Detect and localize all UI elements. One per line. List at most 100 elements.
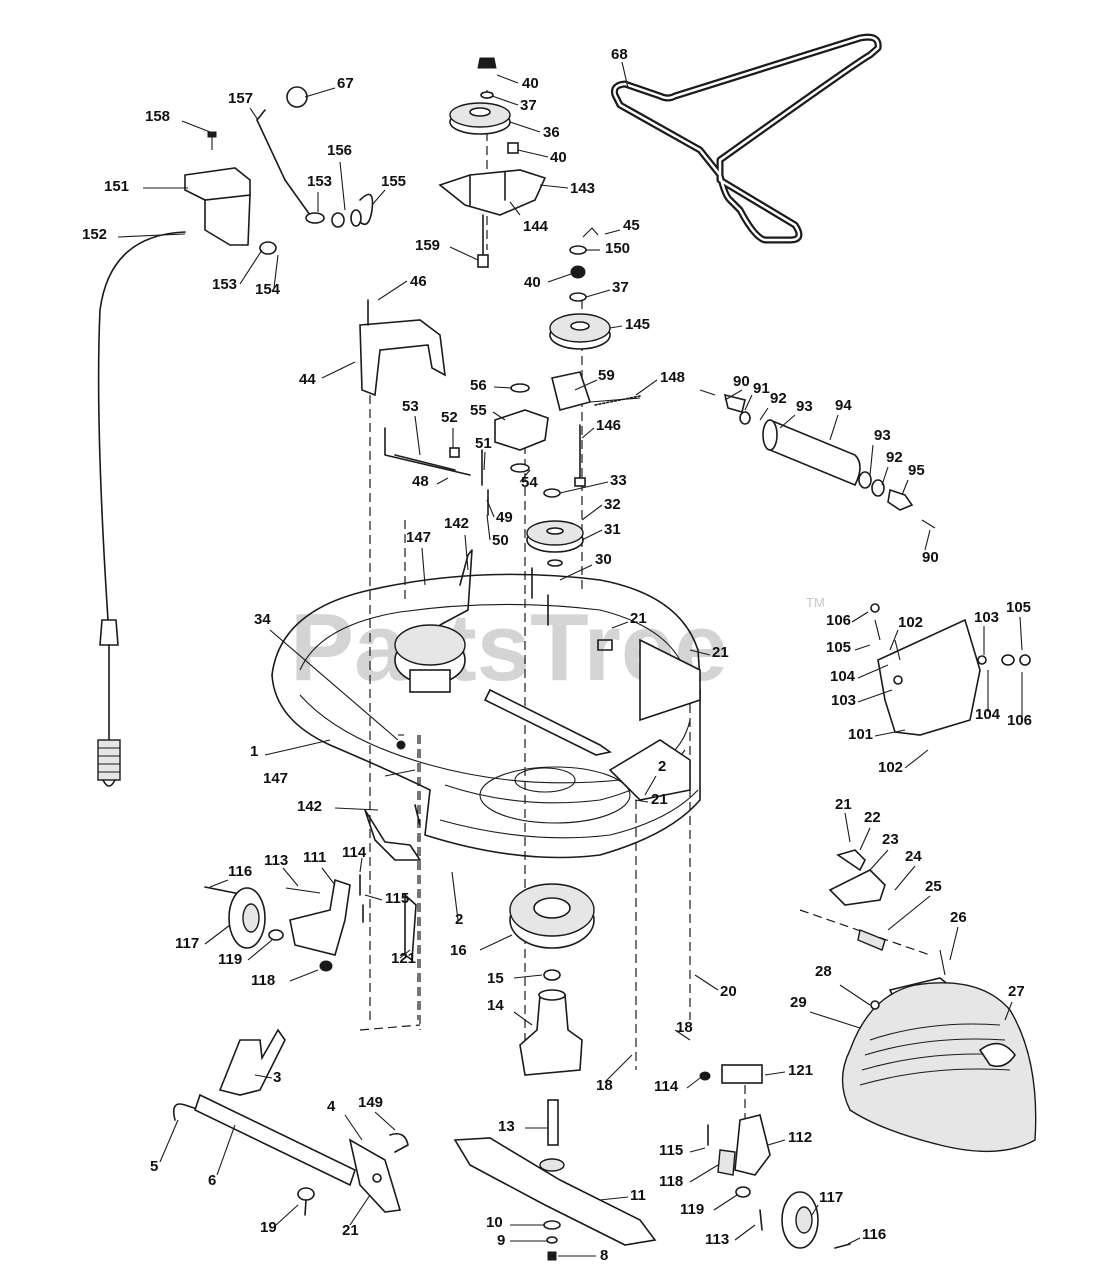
idler-pulley-assembly-center	[549, 227, 611, 350]
part-number: 154	[255, 281, 281, 298]
leader-line	[364, 894, 383, 901]
part-label-117: 117	[175, 924, 231, 952]
part-label-153: 153	[307, 173, 332, 212]
part-label-121: 121	[391, 949, 416, 967]
part-number: 105	[826, 639, 851, 656]
part-number: 24	[905, 848, 922, 865]
part-label-142: 142	[297, 798, 379, 815]
part-number: 50	[492, 532, 509, 549]
leader-line	[117, 233, 186, 238]
part-label-148: 148	[635, 369, 685, 396]
leader-line	[759, 407, 769, 421]
part-label-10: 10	[486, 1214, 545, 1231]
part-number: 113	[264, 852, 288, 869]
leader-line	[519, 469, 531, 483]
leader-line	[249, 107, 259, 121]
part-number: 15	[487, 970, 504, 987]
part-number: 90	[733, 373, 750, 390]
part-label-146: 146	[581, 417, 621, 439]
part-label-1: 1	[250, 739, 331, 760]
part-label-119: 119	[218, 939, 273, 968]
leader-line	[809, 1011, 861, 1029]
leader-line	[904, 749, 929, 769]
part-number: 2	[455, 911, 463, 928]
part-number: 14	[487, 997, 504, 1014]
leader-line	[604, 229, 621, 235]
part-number: 18	[676, 1019, 693, 1036]
leader-line	[486, 499, 495, 518]
part-number: 40	[524, 274, 541, 291]
leader-line	[851, 611, 869, 623]
part-number: 67	[337, 75, 354, 92]
leader-line	[374, 1111, 396, 1131]
leader-line	[254, 1074, 273, 1079]
leader-line	[464, 534, 469, 571]
part-number: 26	[950, 909, 967, 926]
part-number: 106	[826, 612, 851, 629]
control-cable	[97, 231, 186, 787]
part-label-29: 29	[790, 994, 861, 1029]
part-number: 19	[260, 1219, 277, 1236]
leader-line	[1019, 616, 1023, 651]
part-number: 37	[612, 279, 629, 296]
part-number: 151	[104, 178, 129, 195]
part-label-111: 111	[303, 849, 336, 886]
part-label-106: 106	[1007, 672, 1032, 729]
part-number: 1	[250, 743, 258, 760]
part-number: 147	[406, 529, 431, 546]
part-number: 21	[835, 796, 852, 813]
idler-pulley-assembly-top	[438, 57, 547, 268]
leader-line	[513, 1011, 533, 1026]
part-label-104: 104	[830, 664, 889, 685]
leader-line	[581, 427, 595, 439]
part-label-13: 13	[498, 1118, 548, 1135]
leader-line	[689, 649, 711, 656]
part-number: 111	[303, 849, 326, 866]
part-number: 92	[886, 449, 903, 466]
leader-line	[854, 644, 871, 651]
leader-line	[483, 451, 486, 471]
leader-line	[609, 325, 623, 329]
leader-line	[689, 1147, 706, 1153]
part-number: 121	[391, 950, 416, 967]
part-label-52: 52	[441, 409, 458, 448]
part-label-2: 2	[644, 758, 666, 796]
part-number: 53	[402, 398, 419, 415]
leader-line	[559, 564, 593, 581]
part-number: 21	[342, 1222, 359, 1239]
part-label-46: 46	[377, 273, 427, 301]
part-number: 27	[1008, 983, 1025, 1000]
leader-line	[1004, 1001, 1013, 1021]
part-label-6: 6	[208, 1124, 236, 1189]
part-label-103: 103	[974, 609, 999, 655]
part-number: 23	[882, 831, 899, 848]
part-number: 36	[543, 124, 560, 141]
part-number: 32	[604, 496, 621, 513]
part-number: 25	[925, 878, 942, 895]
part-number: 46	[410, 273, 427, 290]
leader-line	[334, 807, 379, 811]
leader-line	[159, 1119, 179, 1163]
leader-line	[889, 629, 899, 651]
part-label-68: 68	[611, 46, 629, 89]
leader-line	[611, 621, 629, 629]
leader-line	[674, 1029, 691, 1041]
part-label-92: 92	[759, 390, 787, 421]
part-number: 159	[415, 237, 440, 254]
part-label-34: 34	[254, 611, 399, 741]
part-number: 117	[819, 1189, 843, 1206]
watermark-tm: TM	[806, 595, 825, 610]
part-number: 3	[273, 1069, 281, 1086]
part-label-101: 101	[848, 726, 906, 743]
part-number: 93	[874, 427, 891, 444]
part-label-37: 37	[585, 279, 629, 298]
part-number: 56	[470, 377, 487, 394]
leader-line	[599, 1196, 629, 1201]
part-label-143: 143	[539, 180, 595, 197]
part-label-18: 18	[674, 1019, 693, 1041]
part-label-5: 5	[150, 1119, 179, 1175]
part-label-142: 142	[444, 515, 469, 571]
leader-line	[321, 361, 356, 379]
part-label-32: 32	[581, 496, 621, 521]
